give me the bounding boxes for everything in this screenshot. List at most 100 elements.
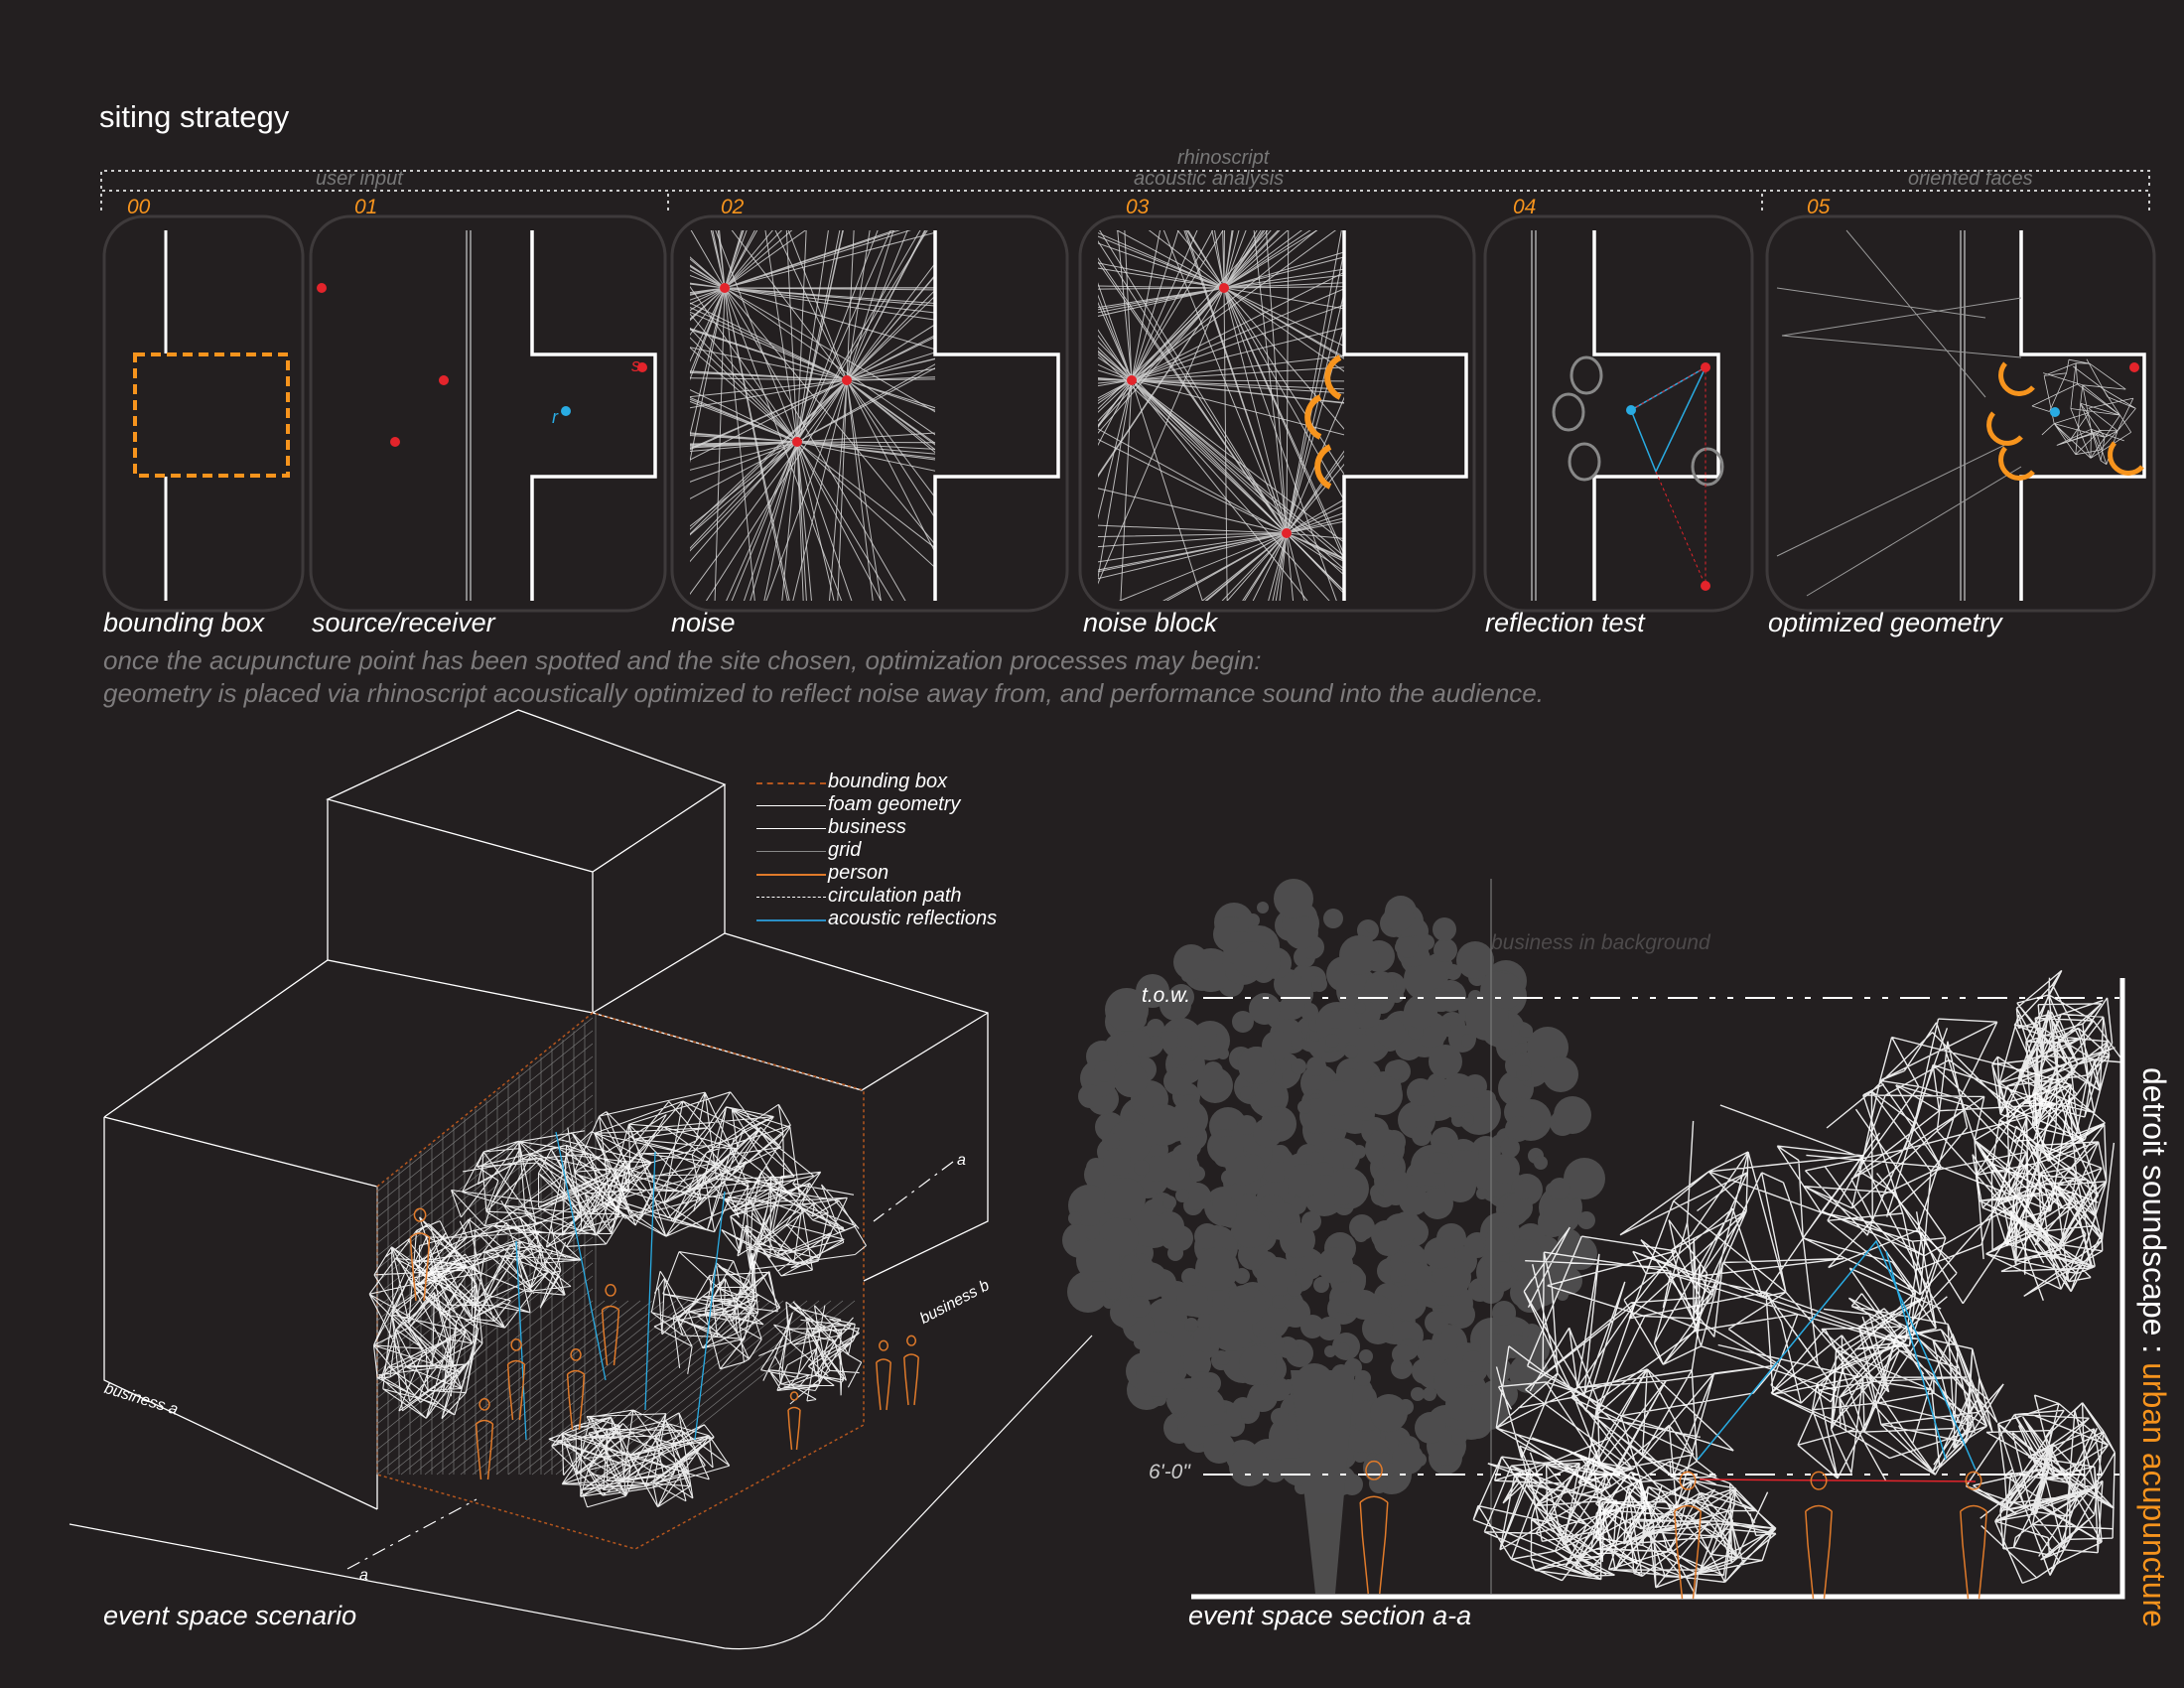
sound-path	[1699, 1478, 1977, 1482]
section-title: siting strategy	[99, 99, 290, 134]
foliage	[1441, 1073, 1475, 1107]
foliage	[1359, 1349, 1373, 1363]
foam-edges	[1770, 1293, 2004, 1482]
foliage	[1445, 964, 1461, 980]
foliage	[1543, 1196, 1580, 1234]
optimized-reflector	[1986, 411, 2023, 446]
foliage	[1370, 1394, 1408, 1432]
foliage	[1171, 1144, 1197, 1170]
foam-mesh	[1495, 1219, 1778, 1515]
foliage	[1428, 1152, 1449, 1174]
noise-source	[1282, 528, 1292, 538]
foliage	[1399, 1186, 1429, 1215]
foliage	[1444, 1171, 1476, 1202]
foliage	[1319, 1080, 1355, 1116]
step-panels	[102, 214, 2156, 613]
ground-and-wall	[1191, 978, 2125, 1600]
foam-edges	[368, 1216, 483, 1420]
foliage	[1509, 1335, 1523, 1348]
foliage	[1172, 1046, 1192, 1065]
step-number: 00	[127, 196, 151, 218]
foam-mesh	[758, 1301, 863, 1405]
foliage	[1323, 909, 1343, 928]
foliage	[1425, 1311, 1448, 1335]
site-outline	[2019, 230, 2146, 601]
foliage	[1564, 1158, 1605, 1199]
foliage	[1334, 1186, 1354, 1205]
foam-mesh	[409, 1215, 582, 1329]
step-number: 02	[721, 196, 745, 218]
source-point	[317, 283, 327, 293]
foliage	[1505, 1116, 1531, 1142]
tow-label: t.o.w.	[1142, 984, 1191, 1007]
foliage	[1183, 1350, 1211, 1378]
foliage	[1391, 1357, 1413, 1379]
foliage	[1543, 1056, 1578, 1092]
foliage	[1329, 1282, 1361, 1314]
board-title-main: detroit soundscape :	[2136, 1067, 2172, 1363]
foliage	[1462, 1409, 1492, 1439]
noise-rays	[1098, 230, 1344, 601]
foliage	[1484, 971, 1508, 995]
background-note: business in background	[1491, 931, 1710, 954]
reflector-arc	[1324, 354, 1342, 400]
foliage	[1272, 1145, 1290, 1163]
foliage	[1433, 938, 1457, 962]
foliage	[1263, 1459, 1287, 1482]
foam-mesh	[1991, 969, 2125, 1163]
foliage	[1160, 1031, 1178, 1049]
foliage	[1102, 1133, 1120, 1151]
person-figure	[1359, 1460, 1389, 1595]
group-user-input: user input	[316, 168, 403, 190]
foliage	[1365, 921, 1377, 933]
person-figure	[409, 1207, 431, 1302]
step-label: bounding box	[103, 608, 265, 637]
foliage	[1203, 1061, 1223, 1081]
foliage	[1428, 1073, 1445, 1091]
step-label: noise block	[1083, 608, 1218, 637]
legend-swatch	[756, 874, 826, 876]
foliage	[1216, 1351, 1230, 1365]
legend-label: business	[828, 816, 906, 838]
foliage	[1433, 917, 1456, 941]
foliage	[1203, 1432, 1235, 1464]
foliage	[1162, 1196, 1176, 1209]
foliage	[1519, 1024, 1533, 1038]
foliage	[1344, 1045, 1358, 1058]
legend-swatch	[756, 782, 826, 784]
foliage	[1297, 1100, 1311, 1114]
foam-edges	[1619, 1104, 1958, 1404]
business-tower	[326, 709, 727, 1013]
foliage	[1417, 1281, 1442, 1307]
foliage	[1382, 1153, 1400, 1171]
foam-mesh	[368, 1216, 483, 1420]
foliage	[1288, 1164, 1321, 1197]
foliage	[1274, 879, 1313, 918]
step-label: reflection test	[1485, 608, 1645, 637]
reflector-shape	[1568, 442, 1601, 482]
foliage	[1104, 1178, 1146, 1219]
foam-edges	[1594, 1460, 1777, 1596]
foam-edges	[1965, 1394, 2116, 1585]
step-panel-frame	[1765, 214, 2156, 613]
foliage	[1147, 1019, 1164, 1037]
person-figure	[1960, 1471, 1987, 1600]
foliage	[1461, 1034, 1475, 1048]
foam-edges	[1991, 969, 2125, 1163]
foliage	[1392, 1211, 1422, 1241]
foliage	[1397, 936, 1419, 958]
receiver-point	[2050, 407, 2060, 417]
process-frame	[100, 170, 2150, 211]
foliage	[1155, 1211, 1184, 1241]
foliage	[1362, 1313, 1394, 1344]
foliage	[1407, 1078, 1434, 1106]
foliage	[1094, 1060, 1116, 1082]
site-outline	[1592, 230, 1720, 601]
foliage	[1490, 1154, 1520, 1184]
foliage	[1237, 1115, 1257, 1135]
foliage	[1549, 1178, 1570, 1199]
foliage	[1078, 1084, 1102, 1108]
foliage	[1431, 1127, 1458, 1155]
site-outline	[1342, 230, 1468, 601]
foliage	[1392, 1344, 1412, 1364]
